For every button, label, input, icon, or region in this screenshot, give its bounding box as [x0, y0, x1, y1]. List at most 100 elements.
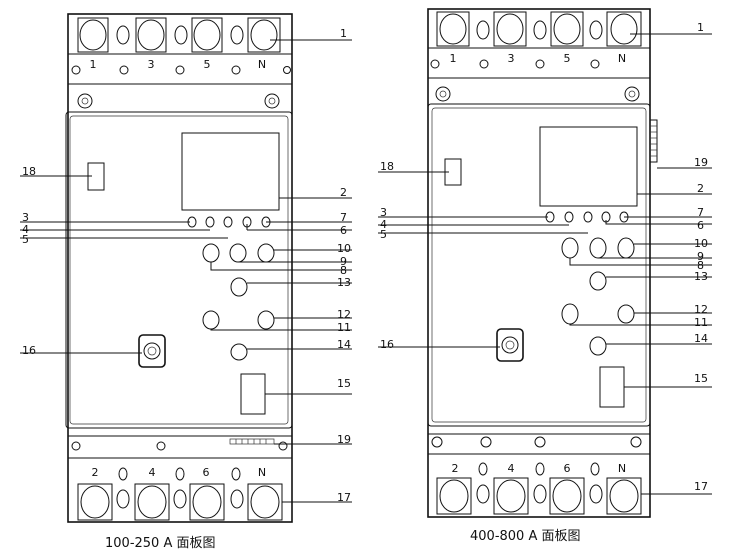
top-label-3: N — [258, 58, 266, 71]
callout-9: 9 — [697, 250, 704, 263]
leader-lines-left — [20, 39, 352, 503]
bottom-terminal-block: 2 4 6 N — [77, 466, 283, 521]
callout-17: 17 — [337, 491, 351, 504]
callout-12: 12 — [694, 303, 708, 316]
button-10 — [257, 243, 275, 263]
diagram-right: 1 3 5 N — [378, 8, 712, 544]
bottom-terminal-block: 2 4 6 N — [436, 462, 642, 515]
item-15-window — [599, 366, 625, 408]
callout-16: 16 — [380, 338, 394, 351]
bottom-label-3: N — [618, 462, 626, 475]
top-terminal-5 — [193, 19, 221, 51]
callout-19: 19 — [694, 156, 708, 169]
callout-15: 15 — [694, 372, 708, 385]
callout-8: 8 — [697, 259, 704, 272]
callout-13: 13 — [337, 276, 351, 289]
top-terminal-5 — [553, 13, 581, 45]
callout-13: 13 — [694, 270, 708, 283]
button-8 — [202, 243, 220, 263]
diagram-left: 1 3 5 N — [20, 13, 352, 549]
callout-10: 10 — [337, 242, 351, 255]
callout-2: 2 — [697, 182, 704, 195]
top-terminal-3 — [496, 13, 524, 45]
callout-3: 3 — [380, 206, 387, 219]
callout-17: 17 — [694, 480, 708, 493]
bottom-label-0: 2 — [92, 466, 99, 479]
button-13 — [589, 271, 607, 291]
button-11 — [561, 303, 579, 325]
button-14 — [230, 343, 248, 361]
button-9 — [589, 237, 607, 259]
callout-11: 11 — [337, 321, 351, 334]
top-terminal-block: 1 3 5 N — [428, 11, 650, 79]
button-12 — [257, 310, 275, 330]
callout-11: 11 — [694, 316, 708, 329]
top-label-0: 1 — [90, 58, 97, 71]
callout-7: 7 — [340, 211, 347, 224]
button-11 — [202, 310, 220, 330]
screw-icon — [435, 86, 451, 102]
bottom-label-2: 6 — [564, 462, 571, 475]
callout-6: 6 — [697, 219, 704, 232]
button-14 — [589, 336, 607, 356]
top-label-2: 5 — [204, 58, 211, 71]
callout-6: 6 — [340, 224, 347, 237]
button-10 — [617, 237, 635, 259]
breaker-body — [67, 13, 293, 523]
top-terminal-1 — [439, 13, 467, 45]
button-13 — [230, 277, 248, 297]
item-15-window — [240, 373, 266, 415]
callout-14: 14 — [337, 338, 351, 351]
leader-lines-right — [378, 33, 712, 495]
top-terminal-1 — [79, 19, 107, 51]
top-terminal-block: 1 3 5 N — [68, 17, 292, 85]
top-label-0: 1 — [450, 52, 457, 65]
callout-5: 5 — [380, 228, 387, 241]
callout-1: 1 — [340, 27, 347, 40]
rotary-knob — [138, 334, 166, 368]
top-label-3: N — [618, 52, 626, 65]
display-window — [181, 132, 280, 211]
callout-2: 2 — [340, 186, 347, 199]
button-8 — [561, 237, 579, 259]
caption-left: 100-250 A 面板图 — [105, 536, 215, 549]
rotary-knob — [496, 328, 524, 362]
callout-4: 4 — [22, 223, 29, 236]
breaker-body — [427, 8, 651, 518]
display-window — [539, 126, 638, 207]
top-label-2: 5 — [564, 52, 571, 65]
callout-12: 12 — [337, 308, 351, 321]
callout-18: 18 — [22, 165, 36, 178]
bottom-label-2: 6 — [203, 466, 210, 479]
bottom-label-0: 2 — [452, 462, 459, 475]
callout-4: 4 — [380, 218, 387, 231]
callout-9: 9 — [340, 255, 347, 268]
callout-8: 8 — [340, 264, 347, 277]
callout-10: 10 — [694, 237, 708, 250]
button-12 — [617, 304, 635, 324]
callout-18: 18 — [380, 160, 394, 173]
callout-14: 14 — [694, 332, 708, 345]
top-label-1: 3 — [148, 58, 155, 71]
button-9 — [229, 243, 247, 263]
callout-1: 1 — [697, 21, 704, 34]
caption-right: 400-800 A 面板图 — [470, 529, 580, 544]
bottom-label-3: N — [258, 466, 266, 479]
bottom-label-1: 4 — [508, 462, 515, 475]
top-terminal-n — [610, 13, 638, 45]
callout-3: 3 — [22, 211, 29, 224]
callout-19: 19 — [337, 433, 351, 446]
callout-5: 5 — [22, 233, 29, 246]
top-label-1: 3 — [508, 52, 515, 65]
top-terminal-3 — [137, 19, 165, 51]
screw-icon — [264, 93, 280, 109]
connector-strip — [649, 119, 658, 163]
callout-15: 15 — [337, 377, 351, 390]
callout-7: 7 — [697, 206, 704, 219]
screw-icon — [624, 86, 640, 102]
callout-16: 16 — [22, 344, 36, 357]
bottom-label-1: 4 — [149, 466, 156, 479]
screw-icon — [77, 93, 93, 109]
top-terminal-n — [250, 19, 278, 51]
